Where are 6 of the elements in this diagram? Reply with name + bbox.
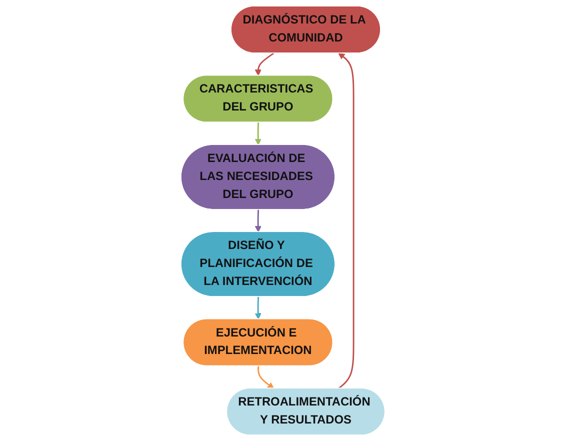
arrow bbox=[254, 296, 262, 320]
arrow bbox=[258, 366, 274, 389]
arrow bbox=[254, 210, 262, 232]
arrow bbox=[254, 52, 274, 76]
arrow bbox=[254, 122, 262, 146]
arrow bbox=[338, 52, 354, 390]
